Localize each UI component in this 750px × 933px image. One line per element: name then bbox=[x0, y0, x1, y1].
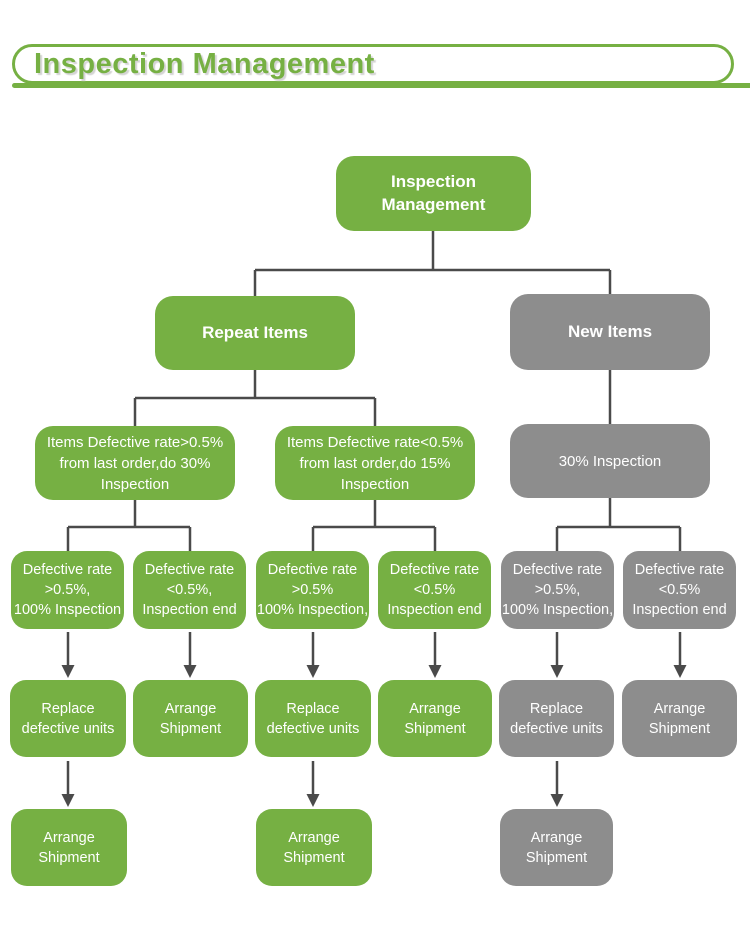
node-l4-col3: Defective rate >0.5% 100% Inspection, bbox=[256, 551, 369, 629]
node-new-items: New Items bbox=[510, 294, 710, 370]
node-l5-col4: Arrange Shipment bbox=[378, 680, 492, 757]
node-l4-col4: Defective rate <0.5% Inspection end bbox=[378, 551, 491, 629]
node-root: Inspection Management bbox=[336, 156, 531, 231]
node-l5-col1: Replace defective units bbox=[10, 680, 126, 757]
node-repeat-rate-gt05: Items Defective rate>0.5% from last orde… bbox=[35, 426, 235, 500]
connector-newinspection-to-level4 bbox=[555, 497, 682, 551]
connector-repeat-to-level3 bbox=[133, 369, 377, 426]
node-repeat-rate-lt05: Items Defective rate<0.5% from last orde… bbox=[275, 426, 475, 500]
down-arrows-level5-to-level6 bbox=[61, 761, 564, 807]
node-l4-col5: Defective rate >0.5%, 100% Inspection, bbox=[501, 551, 614, 629]
node-repeat-items: Repeat Items bbox=[155, 296, 355, 370]
header-underline bbox=[12, 83, 750, 88]
connector-repeathigh-to-level4 bbox=[66, 499, 192, 551]
page-title: Inspection Management bbox=[34, 48, 375, 80]
node-l4-col6: Defective rate <0.5% Inspection end bbox=[623, 551, 736, 629]
down-arrows-level4-to-level5 bbox=[61, 632, 687, 678]
connector-root-to-level2 bbox=[253, 231, 612, 296]
node-l5-col5: Replace defective units bbox=[499, 680, 614, 757]
connector-repeatlow-to-level4 bbox=[311, 499, 437, 551]
header-frame bbox=[12, 44, 734, 84]
node-l6-col5: Arrange Shipment bbox=[500, 809, 613, 886]
node-l5-col6: Arrange Shipment bbox=[622, 680, 737, 757]
node-l5-col3: Replace defective units bbox=[255, 680, 371, 757]
node-l5-col2: Arrange Shipment bbox=[133, 680, 248, 757]
node-new-30pct-inspection: 30% Inspection bbox=[510, 424, 710, 498]
node-l4-col2: Defective rate <0.5%, Inspection end bbox=[133, 551, 246, 629]
node-l6-col1: Arrange Shipment bbox=[11, 809, 127, 886]
node-l4-col1: Defective rate >0.5%, 100% Inspection bbox=[11, 551, 124, 629]
node-l6-col3: Arrange Shipment bbox=[256, 809, 372, 886]
